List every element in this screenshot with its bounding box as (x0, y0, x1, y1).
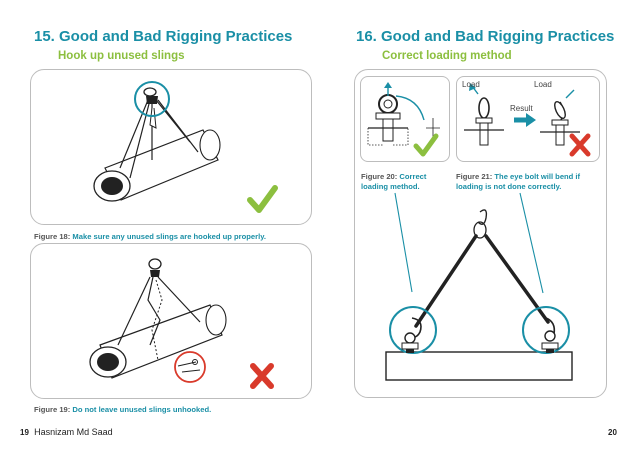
figure-20-text-1: Correct (399, 172, 427, 181)
figure-19-text: Do not leave unused slings unhooked. (72, 405, 212, 414)
result-label: Result (510, 104, 533, 113)
right-page-title: 16. Good and Bad Rigging Practices (356, 28, 615, 45)
figure-20-box (360, 76, 450, 162)
left-page-number: 19 (20, 428, 29, 437)
figure-21-caption: Figure 21: The eye bolt will bend if loa… (456, 172, 601, 191)
check-mark-icon (247, 185, 278, 213)
figure-18-label: Figure 18: (34, 232, 71, 241)
left-footer: 19 Hasnizam Md Saad (20, 427, 113, 437)
figure-19-caption: Figure 19: Do not leave unused slings un… (34, 405, 211, 414)
figure-21-label: Figure 21: (456, 172, 493, 181)
figure-20-label: Figure 20: (361, 172, 398, 181)
figure-19-label: Figure 19: (34, 405, 71, 414)
figure-18-caption: Figure 18: Make sure any unused slings a… (34, 232, 266, 241)
figure-20-text-2: loading method. (361, 181, 420, 191)
left-page-subtitle: Hook up unused slings (58, 50, 185, 62)
load-label-left: Load (462, 80, 480, 89)
figure-20-caption: Figure 20: Correct loading method. (361, 172, 451, 191)
check-mark-icon (413, 133, 439, 157)
right-page-number: 20 (608, 428, 617, 437)
load-label-right: Load (534, 80, 552, 89)
cross-mark-icon (250, 363, 274, 389)
figure-21-text-2: loading is not done correctly. (456, 181, 562, 191)
right-page-subtitle: Correct loading method (382, 50, 512, 62)
figure-18-text: Make sure any unused slings are hooked u… (72, 232, 266, 241)
left-page-title: 15. Good and Bad Rigging Practices (34, 28, 293, 45)
author-name: Hasnizam Md Saad (34, 427, 113, 437)
arrow-right-icon (514, 113, 536, 127)
figure-21-text-1: The eye bolt will bend if (494, 172, 581, 181)
cross-mark-icon (569, 133, 591, 157)
